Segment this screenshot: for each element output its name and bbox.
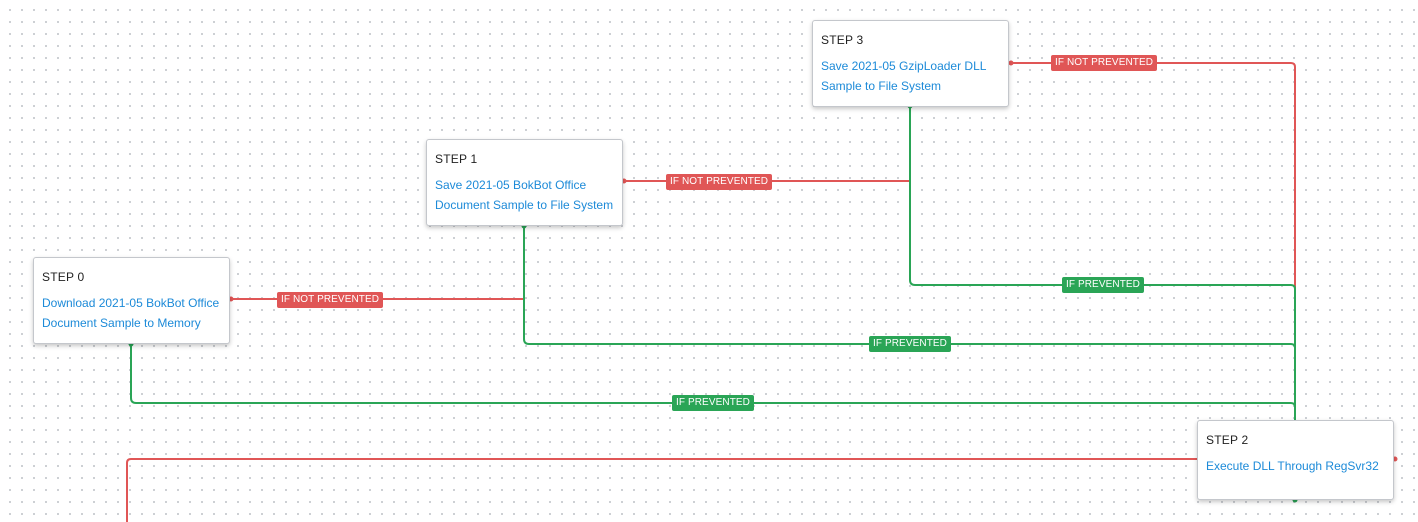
step-2-node[interactable]: STEP 2 Execute DLL Through RegSvr32 <box>1197 420 1394 500</box>
edge-step0-not-prevented <box>231 226 525 300</box>
step-1-title: STEP 1 <box>435 152 478 166</box>
step-1-action-link[interactable]: Save 2021-05 BokBot Office Document Samp… <box>435 178 614 212</box>
badge-step1-prevented[interactable]: IF PREVENTED <box>869 336 951 352</box>
step-2-action-link[interactable]: Execute DLL Through RegSvr32 <box>1206 459 1379 473</box>
step-3-action-link[interactable]: Save 2021-05 GzipLoader DLL Sample to Fi… <box>821 59 986 93</box>
step-0-action-link[interactable]: Download 2021-05 BokBot Office Document … <box>42 296 220 330</box>
badge-step3-prevented[interactable]: IF PREVENTED <box>1062 277 1144 293</box>
edge-step1-not-prevented <box>624 106 911 182</box>
step-2-title: STEP 2 <box>1206 433 1249 447</box>
step-3-title: STEP 3 <box>821 33 864 47</box>
badge-step0-not-prevented[interactable]: IF NOT PREVENTED <box>277 292 384 308</box>
edge-step3-not-prevented <box>1011 62 1296 420</box>
edge-step2-not-prevented <box>126 458 1395 522</box>
port-step3-right[interactable] <box>1008 60 1014 66</box>
badge-step3-not-prevented[interactable]: IF NOT PREVENTED <box>1051 55 1158 71</box>
edge-step3-prevented <box>909 106 1296 420</box>
step-1-node[interactable]: STEP 1 Save 2021-05 BokBot Office Docume… <box>426 139 623 226</box>
step-0-title: STEP 0 <box>42 270 85 284</box>
badge-step1-not-prevented[interactable]: IF NOT PREVENTED <box>666 174 773 190</box>
badge-step0-prevented[interactable]: IF PREVENTED <box>672 395 754 411</box>
step-3-node[interactable]: STEP 3 Save 2021-05 GzipLoader DLL Sampl… <box>812 20 1009 107</box>
step-0-node[interactable]: STEP 0 Download 2021-05 BokBot Office Do… <box>33 257 230 344</box>
